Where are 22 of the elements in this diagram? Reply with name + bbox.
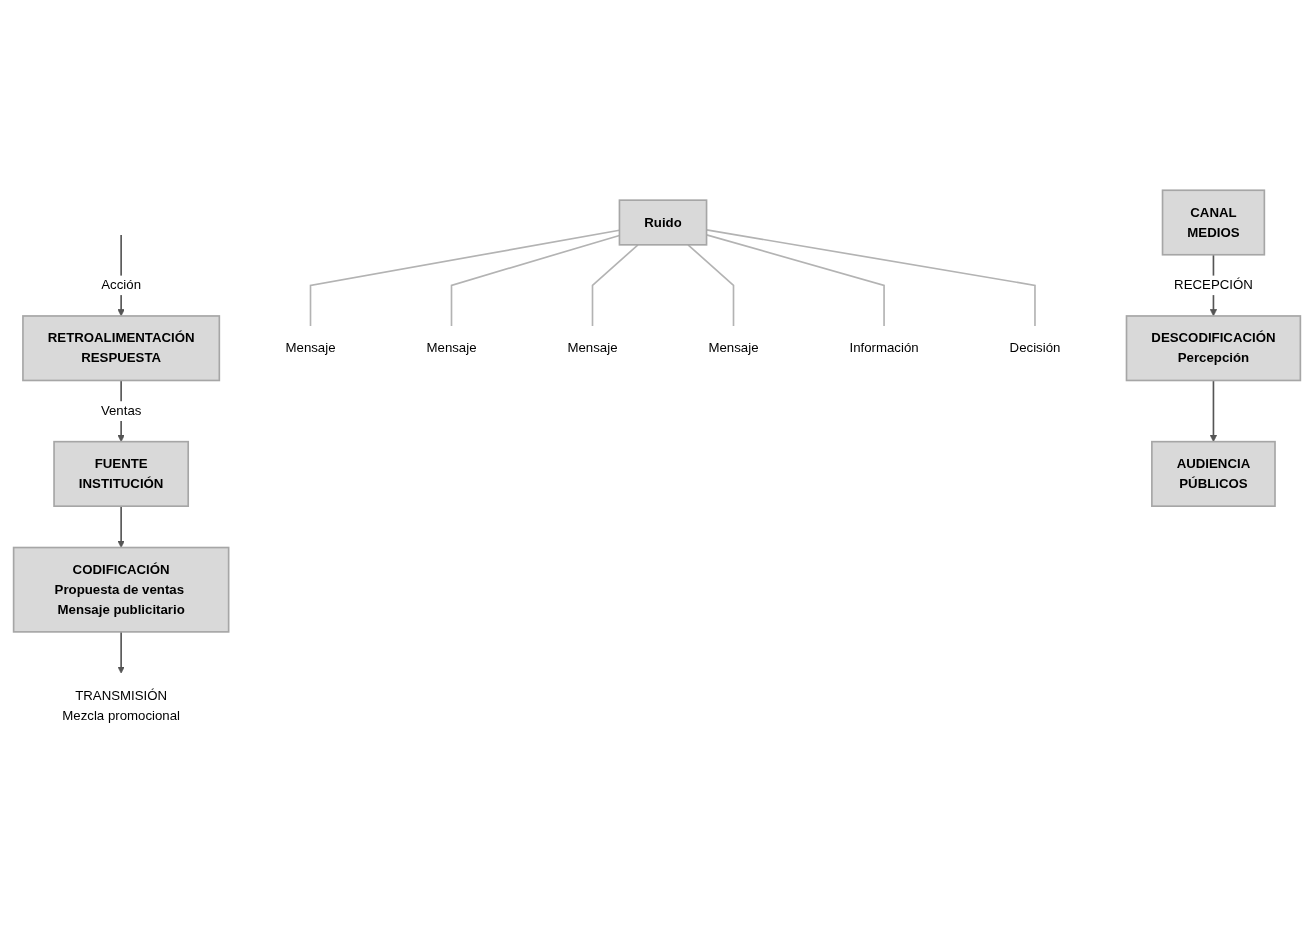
- arrow: [117, 505, 125, 548]
- node-box: FUENTE INSTITUCIÓN: [53, 440, 190, 507]
- edge-label: Acción: [101, 277, 141, 292]
- node-box: AUDIENCIA PÚBLICOS: [1151, 440, 1276, 507]
- node-box: DESCODIFICACIÓN Percepción: [1125, 315, 1302, 382]
- connector: [687, 244, 735, 327]
- edge-label: RECEPCIÓN: [1174, 277, 1253, 292]
- node-text: TRANSMISIÓN Mezcla promocional: [62, 688, 180, 723]
- node-text: Mensaje: [567, 340, 618, 355]
- arrow: [1209, 379, 1218, 442]
- node-text: Mensaje: [708, 340, 759, 355]
- node-box: CANAL MEDIOS: [1161, 189, 1266, 256]
- node-box: Ruido: [618, 199, 708, 246]
- arrow: [117, 631, 125, 674]
- edge-label: Ventas: [100, 403, 142, 418]
- node-text: Información: [849, 340, 919, 355]
- node-text: Mensaje: [285, 340, 336, 355]
- node-box: RETROALIMENTACIÓN RESPUESTA: [22, 315, 221, 382]
- connector: [591, 244, 639, 327]
- node-text: Decisión: [1009, 340, 1061, 355]
- node-text: Mensaje: [426, 340, 477, 355]
- node-box: CODIFICACIÓN Propuesta de ventas Mensaje publicitario: [12, 546, 230, 633]
